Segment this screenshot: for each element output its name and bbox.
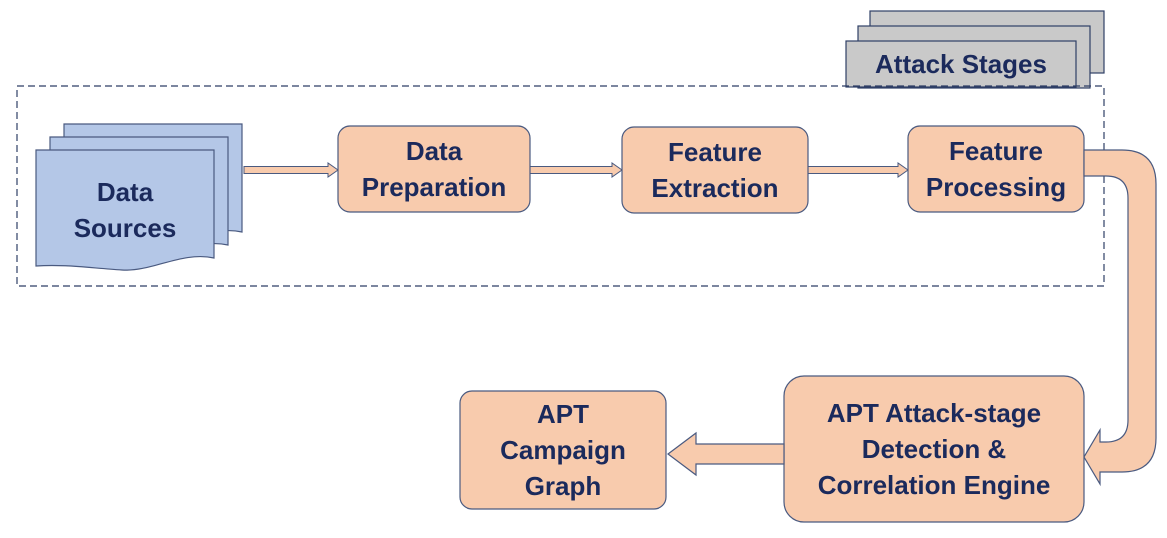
feature-extraction-box [621,126,809,214]
feature-extraction-label: Feature Extraction [651,137,779,203]
arrow-sources-to-preparation [243,162,339,178]
attack-stages-label: Attack Stages [875,49,1047,79]
attack-stages-card-front [845,40,1077,88]
processing-group-boundary [16,85,1105,287]
campaign-graph-box [459,390,667,510]
campaign-graph-label: APT Campaign Graph [500,399,626,501]
feature-processing-label: Feature Processing [925,136,1067,202]
detection-engine-label: APT Attack-stage Detection & Correlation… [817,398,1051,500]
arrow-processing-to-detection-engine [1083,149,1157,487]
data-preparation-box [337,125,531,213]
data-sources-label: Data Sources [73,177,177,243]
arrow-preparation-to-extraction [529,162,623,178]
data-preparation-label: Data Preparation [361,136,507,202]
data-sources-stack [35,123,243,271]
data-sources-doc-front [35,149,215,271]
attack-stages-stack [845,10,1105,89]
arrow-extraction-to-processing [807,162,909,178]
arrow-detection-engine-to-campaign-graph [667,431,785,477]
